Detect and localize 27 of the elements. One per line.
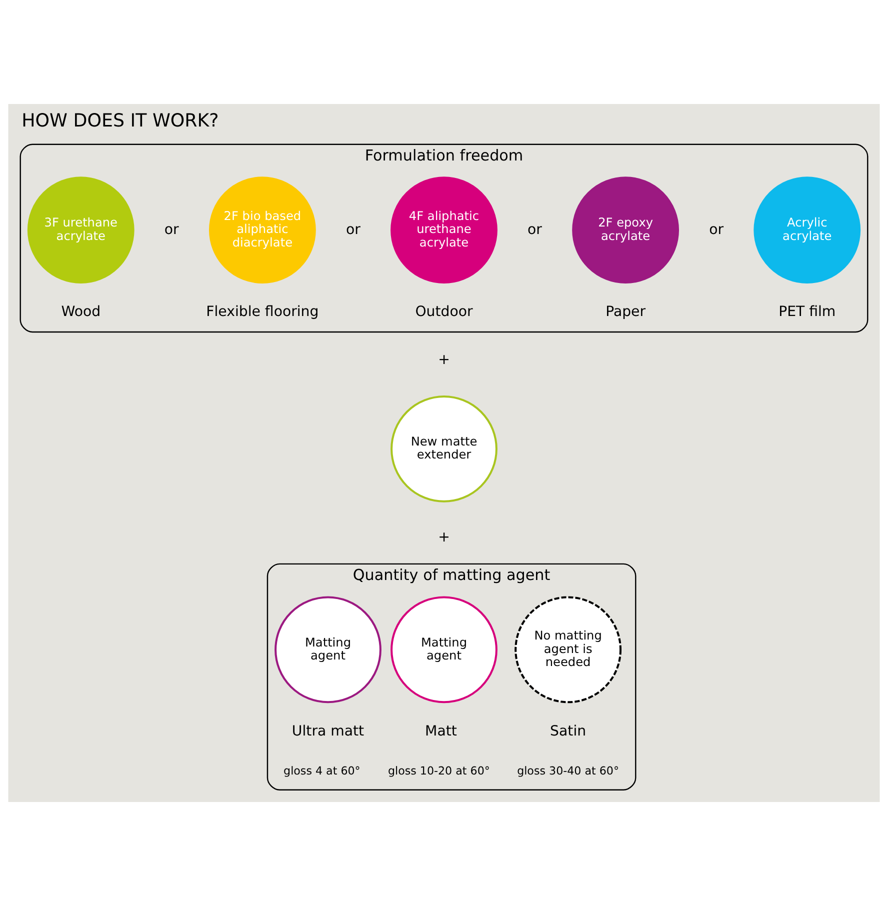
diagram-title: HOW DOES IT WORK? bbox=[22, 110, 219, 132]
node-label: Outdoor bbox=[415, 304, 473, 320]
label: or bbox=[528, 222, 542, 238]
label: + bbox=[438, 352, 450, 368]
node-circle: No matting agent is needed bbox=[514, 596, 622, 704]
node-circle: Matting agent bbox=[274, 596, 382, 704]
node-label: Paper bbox=[606, 304, 646, 320]
label: or bbox=[709, 222, 724, 238]
node-label: Ultra matt bbox=[292, 724, 364, 740]
label: + bbox=[438, 529, 450, 546]
node-circle: 3F urethane acrylate bbox=[27, 176, 134, 284]
node-circle: Acrylic acrylate bbox=[754, 176, 861, 284]
node-label: PET film bbox=[778, 304, 836, 320]
node-label: Wood bbox=[61, 304, 101, 320]
node-label: gloss 30-40 at 60° bbox=[517, 764, 620, 778]
label: or bbox=[346, 222, 360, 238]
node-label: gloss 4 at 60° bbox=[284, 764, 360, 778]
node-circle: New matte extender bbox=[390, 396, 498, 502]
label: or bbox=[164, 222, 179, 238]
node-circle: 2F bio based aliphatic diacrylate bbox=[208, 176, 316, 284]
node-circle: 4F aliphatic urethane acrylate bbox=[390, 176, 498, 284]
node-label: Satin bbox=[550, 724, 586, 740]
node-circle: Matting agent bbox=[390, 596, 498, 704]
node-label: Flexible flooring bbox=[206, 304, 319, 320]
node-label: Matt bbox=[425, 724, 457, 740]
node-circle: 2F epoxy acrylate bbox=[572, 176, 680, 284]
node-label: gloss 10-20 at 60° bbox=[388, 764, 490, 778]
